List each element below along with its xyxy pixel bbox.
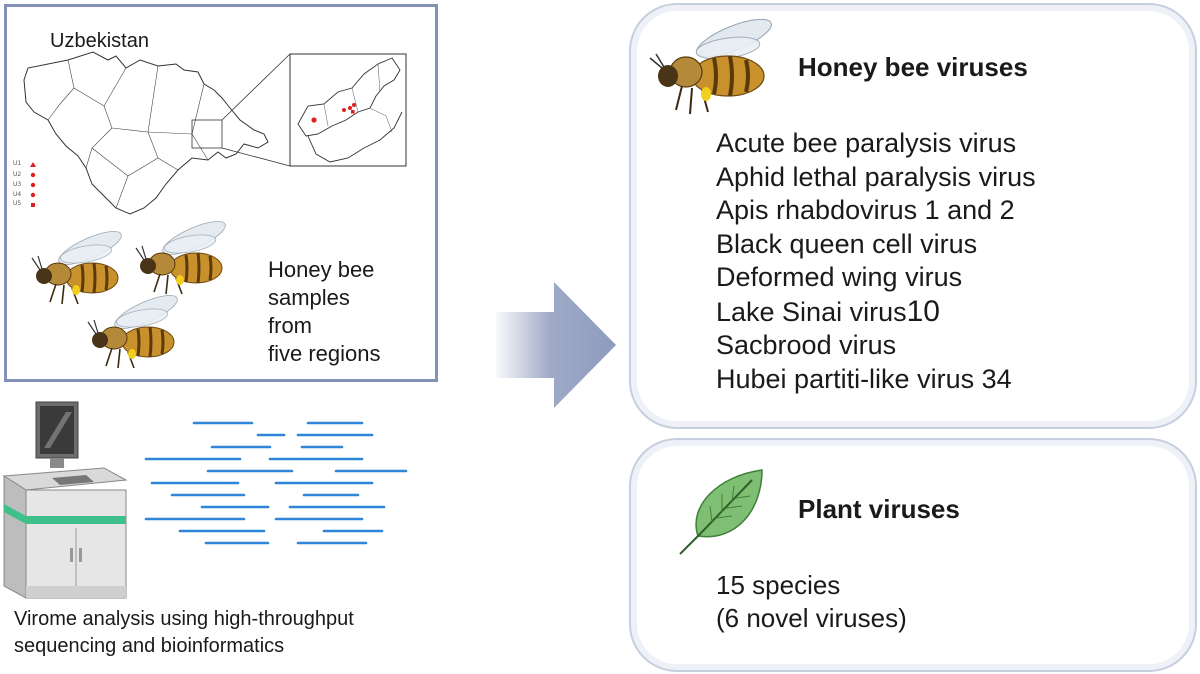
flow-arrow-icon — [496, 282, 616, 408]
country-outline — [23, 51, 269, 215]
legend-marker-circle — [30, 192, 36, 198]
plant-description-line: (6 novel viruses) — [716, 603, 907, 633]
virus-list-item: Aphid lethal paralysis virus — [716, 161, 1036, 192]
legend-label: U2 — [13, 171, 22, 178]
sampling-sites — [311, 103, 356, 123]
legend-label: U3 — [13, 181, 22, 188]
bee-icon — [134, 214, 231, 296]
sample-site-u5 — [351, 110, 355, 114]
virus-list-item: Hubei partiti-like virus 34 — [716, 363, 1012, 394]
caption-line: Virome analysis using high-throughput — [14, 608, 354, 630]
virus-list-item: Apis rhabdovirus 1 and 2 — [716, 195, 1015, 225]
virus-list-item: Acute bee paralysis virus — [716, 128, 1017, 158]
zoom-connector — [221, 53, 291, 121]
sequencing-caption: Virome analysis using high-throughput se… — [14, 606, 354, 660]
uzbekistan-map — [23, 51, 407, 215]
samples-line: Honey bee — [268, 257, 375, 282]
honey-bee-virus-list: Acute bee paralysis virus Aphid lethal p… — [716, 127, 1036, 396]
legend-label: U4 — [13, 191, 22, 198]
bee-icon — [86, 287, 183, 370]
legend-marker-square — [31, 203, 35, 207]
plant-description-line: 15 species — [716, 570, 841, 600]
virus-name: Lake Sinai virus — [716, 296, 907, 327]
sample-site-u4 — [352, 103, 356, 107]
zoom-box — [191, 119, 223, 149]
samples-line: samples — [268, 285, 350, 310]
sample-site-u1 — [311, 117, 317, 123]
honey-bee-samples-illustration — [30, 214, 231, 370]
sample-site-u2 — [342, 108, 346, 112]
inset-region-outline — [297, 57, 403, 163]
sequencer-machine-icon — [2, 401, 128, 599]
sample-site-u3 — [348, 106, 352, 110]
samples-line: five regions — [268, 341, 381, 366]
zoom-connector — [221, 147, 291, 167]
honey-bee-viruses-title: Honey bee viruses — [798, 52, 1028, 82]
bee-icon — [30, 223, 127, 306]
virus-list-item: Black queen cell virus — [716, 228, 978, 259]
virus-count: 10 — [906, 294, 940, 328]
region-borders — [47, 59, 209, 209]
map-title: Uzbekistan — [50, 30, 149, 52]
plant-viruses-title: Plant viruses — [798, 494, 960, 524]
legend-label: U5 — [13, 200, 22, 207]
legend-marker-triangle — [30, 162, 36, 167]
legend-label: U1 — [13, 160, 22, 167]
virus-list-item: Deformed wing virus — [716, 262, 963, 292]
caption-line: sequencing and bioinformatics — [14, 635, 285, 657]
legend-marker-circle — [30, 172, 36, 178]
virus-list-item: Sacbrood virus — [716, 330, 897, 360]
samples-description: Honey bee samples from five regions — [268, 256, 381, 368]
plant-viruses-card — [629, 438, 1197, 672]
honey-bee-icon — [649, 18, 772, 115]
inset-inner-borders — [323, 63, 393, 133]
inset-frame — [289, 53, 407, 167]
samples-line: from — [268, 313, 312, 338]
legend-marker-circle — [30, 182, 36, 188]
sequencing-reads — [144, 421, 408, 545]
plant-viruses-description: 15 species (6 novel viruses) — [716, 569, 907, 635]
leaf-icon — [679, 469, 763, 555]
virus-list-item-lake-sinai: Lake Sinai virus10 — [716, 295, 1036, 330]
